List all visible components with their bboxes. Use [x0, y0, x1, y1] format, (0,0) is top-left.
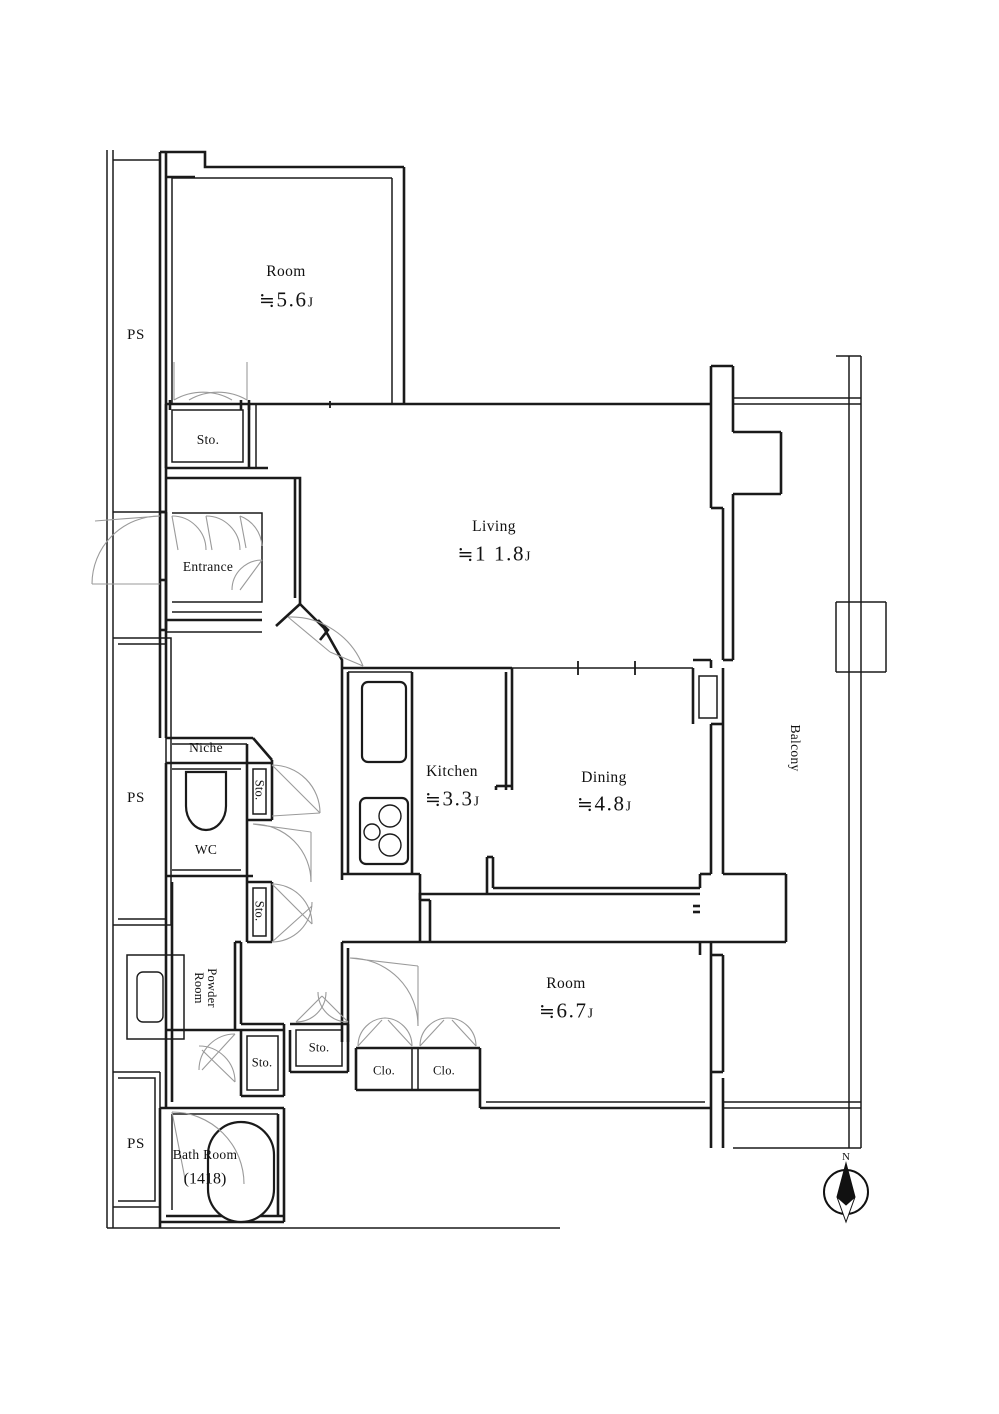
entrance-walls	[160, 476, 302, 633]
niche	[166, 736, 273, 765]
compass-rose	[823, 1161, 869, 1224]
entrance-closet-swings	[171, 515, 263, 591]
diagonal-hall-wall	[275, 603, 344, 672]
toilet-fixture	[184, 770, 228, 832]
building-left-edge	[106, 150, 560, 1229]
storage-wc-lower	[245, 876, 313, 944]
ps-shaft-top	[113, 159, 160, 513]
room-bottom-walls	[340, 940, 861, 1110]
powder-room-door-swing	[198, 1033, 236, 1083]
corridor-door-swing-upper	[252, 823, 312, 883]
powder-room-walls	[164, 876, 286, 1108]
bathtub-fixture	[206, 1120, 276, 1224]
room-top-walls	[166, 150, 406, 410]
storage-wc-upper	[247, 760, 321, 822]
kitchen-sink	[360, 680, 408, 764]
room-bottom-closet-swings	[357, 1017, 477, 1047]
balcony	[733, 355, 887, 1149]
storage-powder	[288, 991, 350, 1074]
ps-shaft-bottom	[113, 1071, 161, 1208]
bath-room-door-swing	[171, 1111, 245, 1185]
kitchen-walls	[340, 666, 514, 942]
room-bottom-door-swing	[349, 957, 419, 1027]
right-center-wall-block	[691, 658, 788, 1148]
room-top-door-swing	[173, 362, 248, 401]
ps-shaft-middle	[113, 637, 172, 926]
dining-walls	[418, 855, 700, 942]
ps-equipment-box	[126, 954, 185, 1040]
living-walls	[404, 364, 861, 662]
hall-door-swing	[287, 616, 364, 667]
kitchen-stove	[358, 796, 410, 866]
storage-top	[164, 404, 268, 470]
entrance-door-swing	[91, 515, 161, 585]
